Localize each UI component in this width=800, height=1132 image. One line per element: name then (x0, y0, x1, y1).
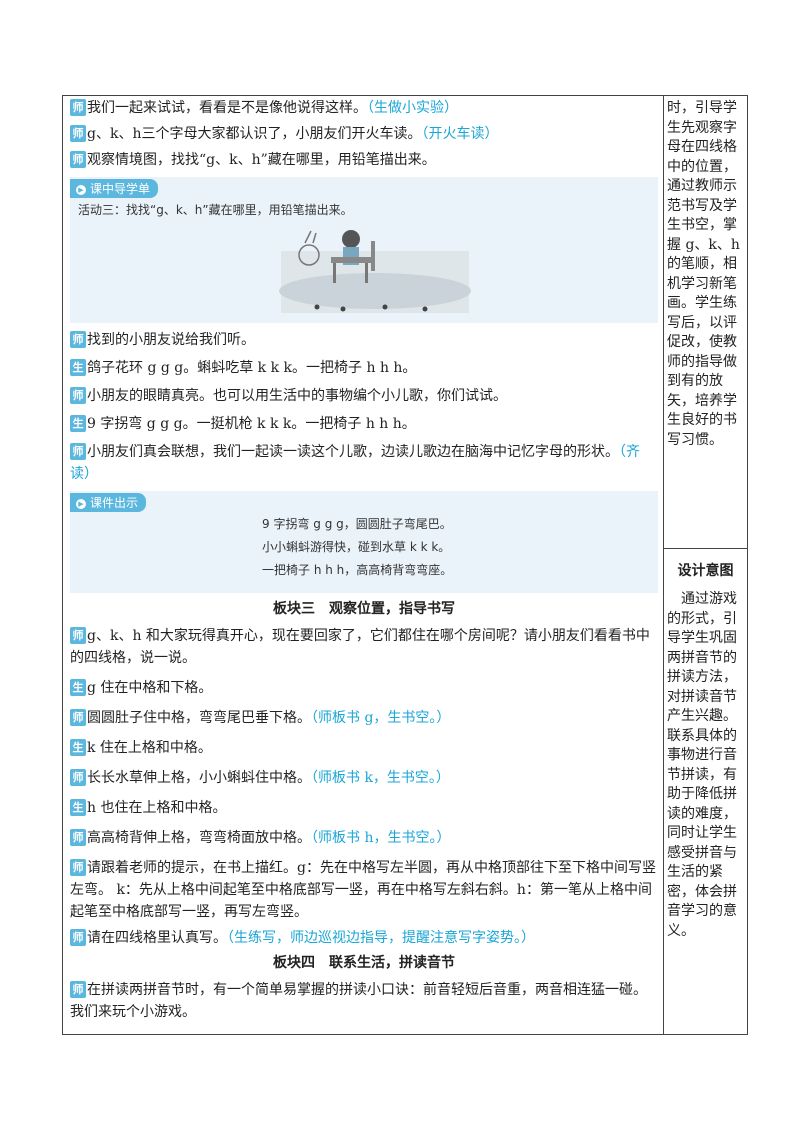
side-separator (663, 548, 748, 549)
dialogue-line: 师请在四线格里认真写。（生练写，师边巡视边指导，提醒注意写字姿势。） (70, 927, 658, 949)
line-note: （师板书 h，生书空。） (311, 830, 451, 846)
teacher-tag: 师 (70, 929, 86, 946)
line-text: 小朋友的眼睛真亮。也可以用生活中的事物编个小儿歌，你们试试。 (87, 388, 507, 404)
play-icon: ▶ (76, 499, 86, 509)
line-note: （师板书 k，生书空。） (311, 770, 450, 786)
line-text: 高高椅背伸上格，弯弯椅面放中格。 (87, 830, 311, 846)
student-tag: 生 (70, 739, 86, 756)
line-note: （生做小实验） (367, 100, 458, 116)
teacher-tag: 师 (70, 709, 86, 726)
line-note: （开火车读） (421, 126, 499, 142)
student-tag: 生 (70, 799, 86, 816)
tadpole-icon (314, 304, 428, 312)
teacher-tag: 师 (70, 443, 86, 460)
line-text: 观察情境图，找找“g、k、h”藏在哪里，用铅笔描出来。 (87, 152, 436, 168)
teacher-tag: 师 (70, 829, 86, 846)
teacher-tag: 师 (70, 125, 86, 142)
line-text: h 也住在上格和中格。 (87, 800, 227, 816)
design-intent-title: 设计意图 (677, 563, 734, 579)
column-divider (663, 95, 664, 1035)
section-heading: 板块四 联系生活，拼读音节 (273, 955, 455, 971)
line-note: （师板书 g，生书空。） (311, 710, 451, 726)
line-text: g 住在中格和下格。 (87, 680, 213, 696)
dialogue-line: 生鸽子花环 g g g。蝌蚪吃草 k k k。一把椅子 h h h。 (70, 357, 658, 379)
rhyme-line: 9 字拐弯 g g g，圆圆肚子弯尾巴。 (262, 517, 452, 531)
teacher-tag: 师 (70, 859, 86, 876)
dialogue-line: 师我们一起来试试，看看是不是像他说得这样。（生做小实验） (70, 97, 658, 119)
teacher-tag: 师 (70, 331, 86, 348)
line-text: 我们一起来试试，看看是不是像他说得这样。 (87, 100, 367, 116)
line-text: k 住在上格和中格。 (87, 740, 212, 756)
rhyme-line: 一把椅子 h h h，高高椅背弯弯座。 (262, 563, 453, 577)
line-note: （齐读） (70, 444, 640, 482)
child-on-chair-icon (331, 230, 375, 283)
line-text: 鸽子花环 g g g。蝌蚪吃草 k k k。一把椅子 h h h。 (87, 360, 417, 376)
line-text: 圆圆肚子住中格，弯弯尾巴垂下格。 (87, 710, 311, 726)
design-intent-text: 通过游戏的形式，引导学生巩固两拼音节的拼读方法，对拼读音节产生兴趣。联系具体的事… (667, 591, 737, 939)
line-note: （生练写，师边巡视边指导，提醒注意写字姿势。） (227, 930, 535, 946)
dialogue-line: 师高高椅背伸上格，弯弯椅面放中格。（师板书 h，生书空。） (70, 827, 658, 849)
dialogue-line: 师请跟着老师的提示，在书上描红。g：先在中格写左半圆，再从中格顶部往下至下格中间… (70, 857, 658, 923)
flower-wreath-icon (298, 230, 320, 266)
teacher-tag: 师 (70, 99, 86, 116)
line-text: 长长水草伸上格，小小蝌蚪住中格。 (87, 770, 311, 786)
guide-sheet-box: ▶课中导学单 活动三：找找“g、k、h”藏在哪里，用铅笔描出来。 (70, 177, 658, 323)
line-text: 在拼读两拼音节时，有一个简单易掌握的拼读小口诀：前音轻短后音重，两音相连猛一碰。… (70, 982, 647, 1020)
dialogue-line: 师在拼读两拼音节时，有一个简单易掌握的拼读小口诀：前音轻短后音重，两音相连猛一碰… (70, 979, 658, 1023)
line-text: 请跟着老师的提示，在书上描红。g：先在中格写左半圆，再从中格顶部往下至下格中间写… (70, 860, 656, 920)
dialogue-line: 师小朋友的眼睛真亮。也可以用生活中的事物编个小儿歌，你们试试。 (70, 385, 658, 407)
side-note-text: 时，引导学生先观察字母在四线格中的位置，通过教师示范书写及学生书空，掌握 g、k… (667, 100, 740, 448)
scene-illustration (279, 230, 471, 313)
teacher-tag: 师 (70, 769, 86, 786)
box-title: ▶课中导学单 (70, 179, 159, 198)
line-text: 小朋友们真会联想，我们一起读一读这个儿歌，边读儿歌边在脑海中记忆字母的形状。 (87, 444, 619, 460)
line-text: 9 字拐弯 g g g。一挺机枪 k k k。一把椅子 h h h。 (87, 416, 416, 432)
dialogue-line: 师小朋友们真会联想，我们一起读一读这个儿歌，边读儿歌边在脑海中记忆字母的形状。（… (70, 441, 658, 485)
teacher-tag: 师 (70, 627, 86, 644)
dialogue-line: 师观察情境图，找找“g、k、h”藏在哪里，用铅笔描出来。 (70, 149, 658, 171)
dialogue-line: 师圆圆肚子住中格，弯弯尾巴垂下格。（师板书 g，生书空。） (70, 707, 658, 729)
courseware-box: ▶课件出示 9 字拐弯 g g g，圆圆肚子弯尾巴。 小小蝌蚪游得快，碰到水草 … (70, 491, 658, 593)
section-heading: 板块三 观察位置，指导书写 (273, 601, 455, 617)
play-icon: ▶ (76, 185, 86, 195)
lesson-table (62, 95, 748, 1035)
activity-text: 活动三：找找“g、k、h”藏在哪里，用铅笔描出来。 (78, 203, 353, 217)
line-text: 请在四线格里认真写。 (87, 930, 227, 946)
student-tag: 生 (70, 679, 86, 696)
rhyme-line: 小小蝌蚪游得快，碰到水草 k k k。 (262, 540, 451, 554)
box-title: ▶课件出示 (70, 493, 147, 512)
line-text: g、k、h三个字母大家都认识了，小朋友们开火车读。 (87, 126, 422, 142)
dialogue-line: 师长长水草伸上格，小小蝌蚪住中格。（师板书 k，生书空。） (70, 767, 658, 789)
line-text: g、k、h 和大家玩得真开心，现在要回家了，它们都住在哪个房间呢？请小朋友们看看… (70, 628, 650, 666)
teacher-tag: 师 (70, 387, 86, 404)
teacher-tag: 师 (70, 151, 86, 168)
teacher-tag: 师 (70, 981, 86, 998)
student-tag: 生 (70, 415, 86, 432)
student-tag: 生 (70, 359, 86, 376)
line-text: 找到的小朋友说给我们听。 (87, 332, 255, 348)
dialogue-line: 师找到的小朋友说给我们听。 (70, 329, 658, 351)
